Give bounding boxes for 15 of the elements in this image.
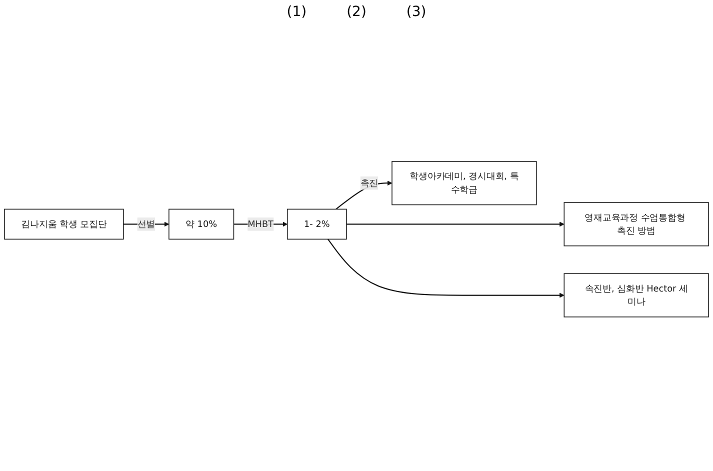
node-box: 1- 2% bbox=[286, 208, 347, 240]
step-number: (3) bbox=[406, 4, 426, 20]
edge-label: MHBT bbox=[248, 218, 274, 230]
step-number: (1) bbox=[286, 4, 307, 20]
arrow bbox=[336, 180, 392, 210]
node-box: 영재교육과정 수업통합형 촉진 방법 bbox=[564, 202, 709, 246]
node-box: 김나지움 학생 모집단 bbox=[4, 208, 124, 240]
edge-label: 촉진 bbox=[360, 177, 378, 188]
arrow bbox=[346, 222, 564, 226]
node-box: 학생아카데미, 경시대회, 특수학급 bbox=[392, 160, 537, 205]
node-box: 약 10% bbox=[168, 208, 234, 240]
node-box: 속진반, 심화반 Hector 세미나 bbox=[564, 273, 709, 318]
arrow bbox=[328, 238, 564, 298]
step-number: (2) bbox=[346, 4, 366, 20]
edge-label: 선별 bbox=[137, 218, 156, 230]
